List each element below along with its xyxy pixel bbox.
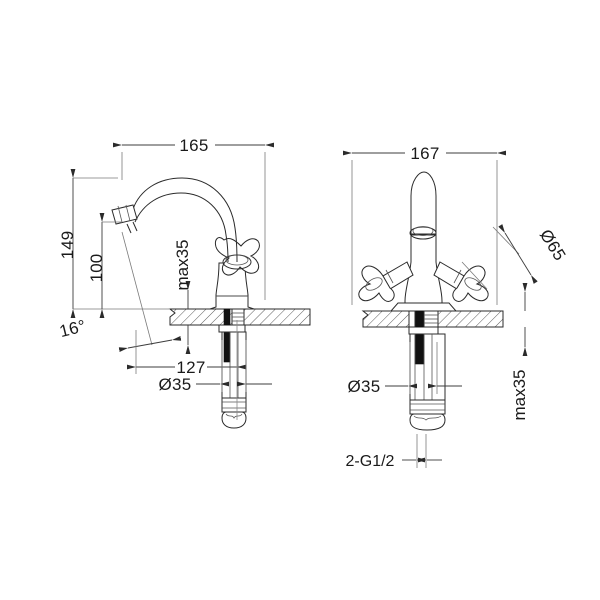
dim-127: 127	[127, 320, 246, 420]
cross-handle-front-left	[358, 261, 414, 302]
dim-d35-side: Ø35	[158, 340, 272, 394]
dim-label-d35-side: Ø35	[158, 375, 191, 394]
dim-label-thread: 2-G1/2	[346, 453, 395, 470]
mounting-shank-front	[408, 310, 446, 431]
dim-label-100: 100	[87, 254, 106, 282]
tap-body-front	[389, 234, 458, 312]
spout-side	[111, 177, 238, 263]
dim-max35-front: max35	[510, 283, 529, 421]
dim-label-max35-side: max35	[173, 239, 192, 290]
dim-100: 100	[87, 213, 122, 318]
dim-149: 149	[58, 169, 170, 318]
cross-handle-side	[215, 237, 260, 276]
mounting-shank-side	[218, 308, 247, 429]
spout-front	[409, 171, 437, 240]
dim-thread-2g12: 2-G1/2	[346, 434, 442, 470]
dim-165: 165	[113, 136, 274, 300]
dim-label-d65: Ø65	[536, 226, 570, 264]
front-elevation-view: 167 Ø65 max35 Ø35	[343, 144, 570, 470]
dim-label-d35-front: Ø35	[347, 377, 380, 396]
dim-167: 167	[343, 144, 506, 305]
dim-d35-front: Ø35	[347, 342, 462, 396]
side-elevation-view: 165 149 100 16°	[57, 136, 311, 429]
dim-label-167: 167	[410, 144, 439, 163]
dim-d65: Ø65	[461, 224, 570, 290]
dim-label-149: 149	[58, 231, 77, 259]
cross-handle-front-right	[433, 261, 489, 302]
dim-label-127: 127	[176, 358, 205, 377]
dim-label-max35-front: max35	[510, 369, 529, 420]
dim-label-165: 165	[179, 136, 208, 155]
dim-label-16-degrees: 16°	[57, 316, 87, 341]
dim-max35-side: max35	[173, 239, 192, 354]
